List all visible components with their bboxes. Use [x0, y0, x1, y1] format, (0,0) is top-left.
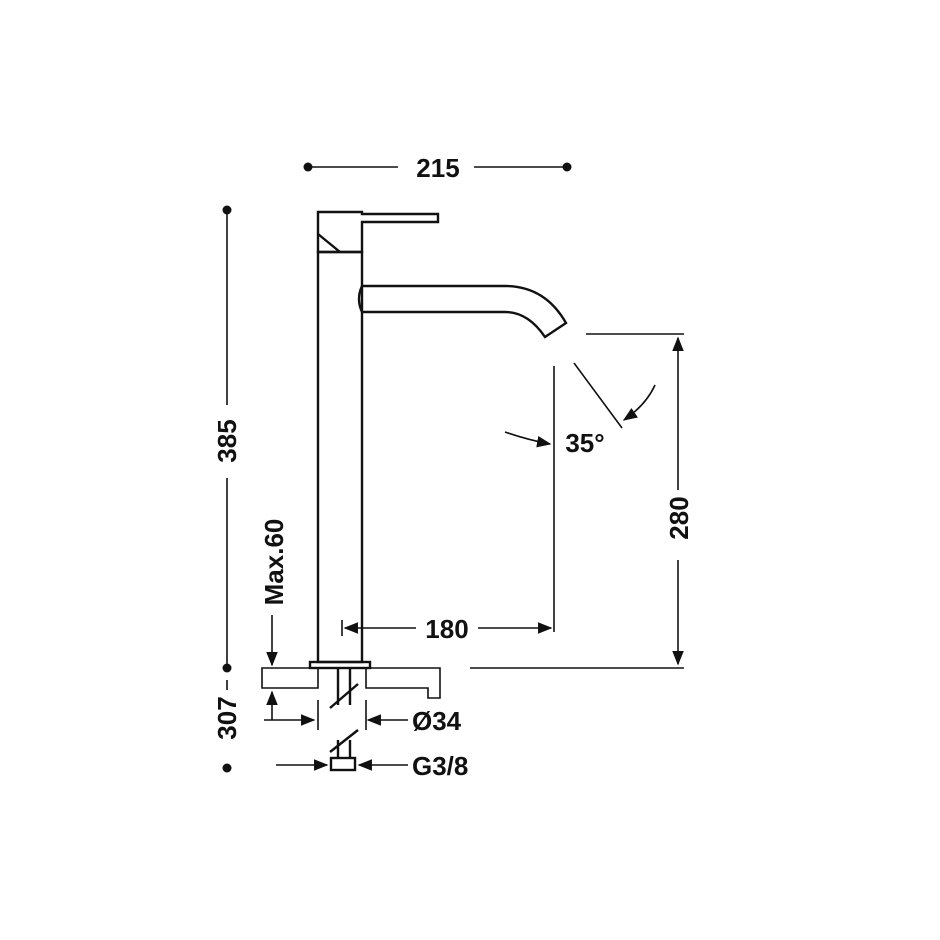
deck-right	[365, 667, 441, 699]
reach-label: 180	[425, 614, 468, 644]
dimension-hole-diameter: Ø34	[264, 700, 462, 736]
dimension-connection: G3/8	[276, 751, 468, 781]
dimension-width: 215	[303, 153, 572, 183]
width-label: 215	[416, 153, 459, 183]
connection-label: G3/8	[412, 751, 468, 781]
spout	[362, 284, 568, 339]
faucet-column	[316, 250, 364, 664]
dimension-angle: 35°	[504, 362, 656, 458]
countertop	[261, 667, 441, 772]
dimension-spout-height: 280	[470, 333, 694, 669]
stud-break	[329, 683, 359, 709]
spout-height-label: 280	[664, 496, 694, 539]
spout-joint	[357, 285, 364, 313]
height-label: 385	[212, 419, 242, 462]
dimension-height: 385	[212, 205, 242, 673]
angle-line	[573, 362, 623, 429]
deck-left	[261, 667, 319, 689]
faucet-body	[308, 210, 568, 670]
handle-bevel	[317, 233, 341, 253]
dimension-below-deck: 307	[212, 680, 242, 773]
lever-handle	[316, 210, 440, 254]
hole-diameter-label: Ø34	[412, 706, 462, 736]
angle-label: 35°	[565, 428, 604, 458]
dimension-reach: 180	[341, 366, 555, 644]
hose-break	[329, 729, 359, 753]
base-flange	[308, 660, 372, 670]
max-deck-label: Max.60	[259, 519, 289, 606]
dimension-max-deck: Max.60	[259, 519, 289, 720]
hose-connector	[329, 756, 357, 772]
below-deck-label: 307	[212, 696, 242, 739]
